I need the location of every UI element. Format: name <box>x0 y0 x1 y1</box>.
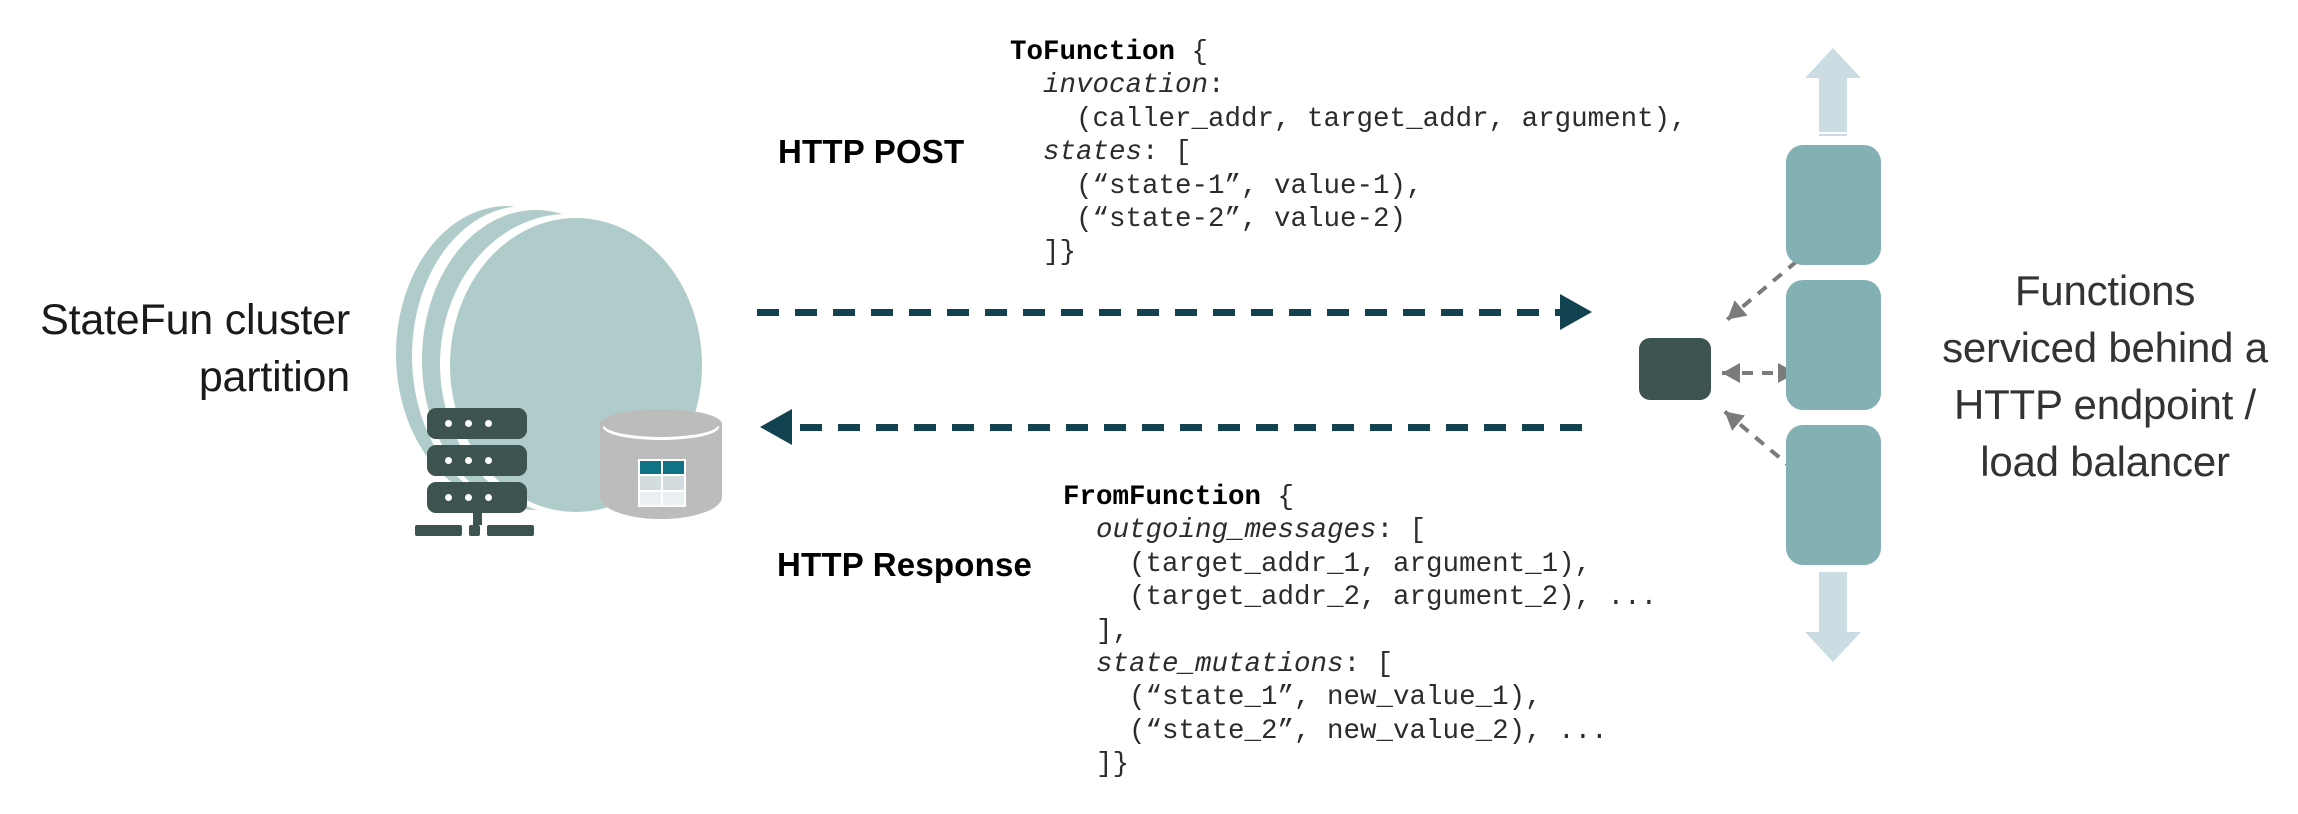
function-instance-2 <box>1786 280 1881 410</box>
server-led-icon <box>465 420 472 427</box>
scale-up-arrow-icon <box>1805 48 1861 136</box>
scale-down-stem <box>1819 572 1847 634</box>
http-post-label: HTTP POST <box>778 133 965 170</box>
table-cell <box>663 476 684 490</box>
scale-up-stem <box>1819 74 1847 136</box>
server-led-icon <box>445 494 452 501</box>
server-stem <box>473 511 482 525</box>
server-led-icon <box>445 457 452 464</box>
functions-behind-endpoint-label: Functions serviced behind a HTTP endpoin… <box>1942 267 2268 485</box>
table-cell <box>640 491 661 505</box>
server-base-right <box>487 525 534 536</box>
server-unit-3 <box>427 482 527 513</box>
connector-arrowhead-icon <box>1722 363 1740 383</box>
server-base-left <box>415 525 462 536</box>
scale-up-arrowhead <box>1805 48 1861 78</box>
load-balancer-node <box>1639 338 1711 400</box>
table-cell <box>640 476 661 490</box>
table-cell <box>663 491 684 505</box>
database-cylinder-icon <box>600 409 722 531</box>
server-rack-icon <box>415 408 534 538</box>
table-cell <box>640 461 661 475</box>
server-led-icon <box>485 420 492 427</box>
http-response-arrow-line <box>800 424 1595 431</box>
server-led-icon <box>445 420 452 427</box>
scale-down-arrowhead <box>1805 632 1861 662</box>
database-table-icon <box>638 459 686 507</box>
scale-up-notch <box>1819 132 1847 134</box>
cylinder-top-face <box>603 411 719 437</box>
http-response-label: HTTP Response <box>777 546 1033 583</box>
to-function-code-block: ToFunction { invocation: (caller_addr, t… <box>1010 37 1687 269</box>
function-instance-3 <box>1786 425 1881 565</box>
server-led-icon <box>465 457 472 464</box>
http-request-arrow-line <box>757 309 1562 316</box>
server-unit-2 <box>427 445 527 476</box>
server-unit-1 <box>427 408 527 439</box>
server-led-icon <box>465 494 472 501</box>
server-led-icon <box>485 457 492 464</box>
server-base-center <box>469 525 480 536</box>
table-cell <box>663 461 684 475</box>
connector-shaft <box>1722 371 1788 375</box>
http-request-arrowhead-icon <box>1560 294 1592 330</box>
function-instance-1 <box>1786 145 1881 265</box>
statefun-cluster-partition-label: StateFun cluster partition <box>40 296 350 401</box>
http-response-arrowhead-icon <box>760 409 792 445</box>
server-led-icon <box>485 494 492 501</box>
scale-down-arrow-icon <box>1805 572 1861 662</box>
from-function-code-block: FromFunction { outgoing_messages: [ (tar… <box>1063 482 1658 781</box>
